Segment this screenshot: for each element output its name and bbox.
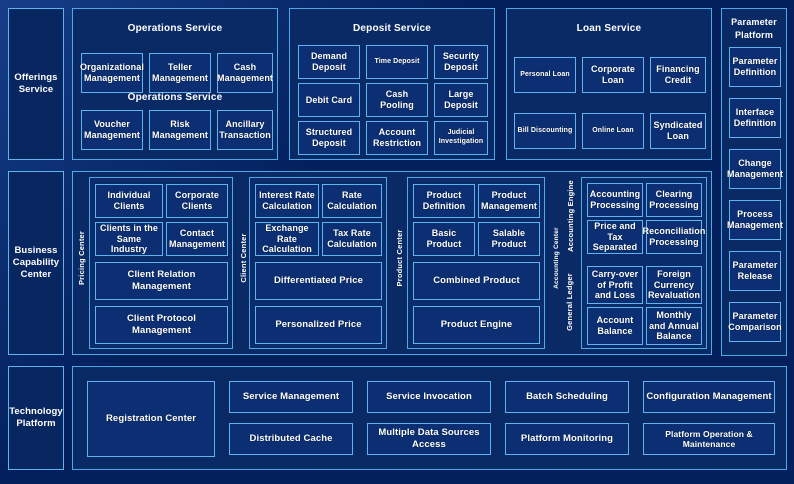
leaf-financing-credit[interactable]: Financing Credit xyxy=(650,57,706,93)
leaf-teller-management[interactable]: Teller Management xyxy=(149,53,211,93)
vlabel-product-center: Product Center xyxy=(394,229,404,287)
leaf-account-restriction[interactable]: Account Restriction xyxy=(366,121,428,155)
leaf-tax-rate-calculation[interactable]: Tax Rate Calculation xyxy=(322,222,382,256)
group-title-loan-service: Loan Service xyxy=(576,23,642,34)
leaf-time-deposit[interactable]: Time Deposit xyxy=(366,45,428,79)
sidebar-title-line2: Platform xyxy=(734,30,774,40)
sidebar-parameter-platform[interactable]: Parameter Platform Parameter Definition … xyxy=(721,8,787,356)
leaf-client-relation-management[interactable]: Client Relation Management xyxy=(95,262,228,300)
subgroup-accounting-center[interactable]: Accounting Processing Clearing Processin… xyxy=(581,177,707,349)
leaf-multiple-data-sources-access[interactable]: Multiple Data Sources Access xyxy=(367,423,491,455)
leaf-registration-center[interactable]: Registration Center xyxy=(87,381,215,457)
leaf-product-management[interactable]: Product Management xyxy=(478,184,540,218)
leaf-account-balance[interactable]: Account Balance xyxy=(587,307,643,345)
leaf-accounting-processing[interactable]: Accounting Processing xyxy=(587,183,643,217)
technology-platform-container: Registration Center Service Management S… xyxy=(72,366,787,470)
leaf-corporate-loan[interactable]: Corporate Loan xyxy=(582,57,644,93)
leaf-online-loan[interactable]: Online Loan xyxy=(582,113,644,149)
leaf-platform-monitoring[interactable]: Platform Monitoring xyxy=(505,423,629,455)
business-capability-container: Pricing Center Individual Clients Corpor… xyxy=(72,171,712,355)
leaf-large-deposit[interactable]: Large Deposit xyxy=(434,83,488,117)
leaf-combined-product[interactable]: Combined Product xyxy=(413,262,540,300)
leaf-interest-rate-calculation[interactable]: Interest Rate Calculation xyxy=(255,184,319,218)
leaf-demand-deposit[interactable]: Demand Deposit xyxy=(298,45,360,79)
vlabel-client-center: Client Center xyxy=(238,233,248,283)
group-operations-service[interactable]: Operations Service Organizational Manage… xyxy=(72,8,278,160)
leaf-personalized-price[interactable]: Personalized Price xyxy=(255,306,382,344)
leaf-reconciliation-processing[interactable]: Reconciliation Processing xyxy=(643,220,705,254)
leaf-basic-product[interactable]: Basic Product xyxy=(413,222,475,256)
leaf-bill-discounting[interactable]: Bill Discounting xyxy=(514,113,576,149)
leaf-security-deposit[interactable]: Security Deposit xyxy=(434,45,488,79)
leaf-batch-scheduling[interactable]: Batch Scheduling xyxy=(505,381,629,413)
leaf-cash-pooling[interactable]: Cash Pooling xyxy=(366,83,428,117)
subgroup-pricing-center[interactable]: Interest Rate Calculation Rate Calculati… xyxy=(249,177,387,349)
subgroup-product-center[interactable]: Product Definition Product Management Ba… xyxy=(407,177,545,349)
group-deposit-service[interactable]: Deposit Service Demand Deposit Time Depo… xyxy=(289,8,495,160)
sidebar-item-process-management[interactable]: Process Management xyxy=(727,200,783,240)
leaf-syndicated-loan[interactable]: Syndicated Loan xyxy=(650,113,706,149)
leaf-salable-product[interactable]: Salable Product xyxy=(478,222,540,256)
sidebar-title-line1: Parameter xyxy=(731,17,777,27)
leaf-individual-clients[interactable]: Individual Clients xyxy=(95,184,163,218)
leaf-differentiated-price[interactable]: Differentiated Price xyxy=(255,262,382,300)
leaf-foreign-currency-revaluation[interactable]: Foreign Currency Revaluation xyxy=(646,266,702,304)
vlabel-general-ledger: General Ledger xyxy=(564,273,574,331)
row-label-technology-platform[interactable]: Technology Platform xyxy=(8,366,64,470)
vlabel-pricing-center: Pricing Center xyxy=(76,230,86,286)
leaf-risk-management[interactable]: Risk Management xyxy=(149,110,211,150)
leaf-platform-operation-and-maintenance[interactable]: Platform Operation & Maintenance xyxy=(643,423,775,455)
sidebar-item-change-management[interactable]: Change Management xyxy=(727,149,783,189)
leaf-organizational-management[interactable]: Organizational Management xyxy=(80,53,144,93)
leaf-cash-management[interactable]: Cash Management xyxy=(217,53,273,93)
group-title-operations-service: Operations Service xyxy=(127,23,223,34)
leaf-exchange-rate-calculation[interactable]: Exchange Rate Calculation xyxy=(255,222,319,256)
leaf-clients-in-the-same-industry[interactable]: Clients in the Same Industry xyxy=(95,222,163,256)
subgroup-client-center[interactable]: Individual Clients Corporate Clients Cli… xyxy=(89,177,233,349)
leaf-judicial-investigation[interactable]: Judicial Investigation xyxy=(434,121,488,155)
leaf-monthly-and-annual-balance[interactable]: Monthly and Annual Balance xyxy=(646,307,702,345)
leaf-product-engine[interactable]: Product Engine xyxy=(413,306,540,344)
row-label-business-capability-center-text: Business Capability Center xyxy=(12,245,60,280)
sidebar-item-interface-definition[interactable]: Interface Definition xyxy=(729,98,781,138)
row-label-business-capability-center[interactable]: Business Capability Center xyxy=(8,171,64,355)
group-title-deposit-service: Deposit Service xyxy=(352,23,432,34)
vlabel-accounting-center: Accounting Center xyxy=(552,227,560,289)
vlabel-accounting-engine: Accounting Engine xyxy=(565,180,575,252)
leaf-ancillary-transaction[interactable]: Ancillary Transaction xyxy=(217,110,273,150)
row-label-offerings-service[interactable]: Offerings Service xyxy=(8,8,64,160)
leaf-personal-loan[interactable]: Personal Loan xyxy=(514,57,576,93)
leaf-carry-over-of-profit-and-loss[interactable]: Carry-over of Profit and Loss xyxy=(587,266,643,304)
leaf-product-definition[interactable]: Product Definition xyxy=(413,184,475,218)
leaf-service-invocation[interactable]: Service Invocation xyxy=(367,381,491,413)
leaf-clearing-processing[interactable]: Clearing Processing xyxy=(646,183,702,217)
sidebar-item-parameter-definition[interactable]: Parameter Definition xyxy=(729,47,781,87)
group-loan-service[interactable]: Loan Service Personal Loan Corporate Loa… xyxy=(506,8,712,160)
leaf-service-management[interactable]: Service Management xyxy=(229,381,353,413)
leaf-distributed-cache[interactable]: Distributed Cache xyxy=(229,423,353,455)
leaf-configuration-management[interactable]: Configuration Management xyxy=(643,381,775,413)
leaf-price-and-tax-separated[interactable]: Price and Tax Separated xyxy=(587,220,643,254)
leaf-contact-management[interactable]: Contact Management xyxy=(166,222,228,256)
leaf-structured-deposit[interactable]: Structured Deposit xyxy=(298,121,360,155)
row-label-technology-platform-text: Technology Platform xyxy=(9,406,63,429)
leaf-debit-card[interactable]: Debit Card xyxy=(298,83,360,117)
group-subtitle-operations-service: Operations Service xyxy=(127,92,223,103)
leaf-client-protocol-management[interactable]: Client Protocol Management xyxy=(95,306,228,344)
leaf-voucher-management[interactable]: Voucher Management xyxy=(81,110,143,150)
row-label-offerings-service-text: Offerings Service xyxy=(14,72,58,95)
sidebar-item-parameter-comparison[interactable]: Parameter Comparison xyxy=(728,302,782,342)
leaf-corporate-clients[interactable]: Corporate Clients xyxy=(166,184,228,218)
leaf-rate-calculation[interactable]: Rate Calculation xyxy=(322,184,382,218)
sidebar-item-parameter-release[interactable]: Parameter Release xyxy=(729,251,781,291)
